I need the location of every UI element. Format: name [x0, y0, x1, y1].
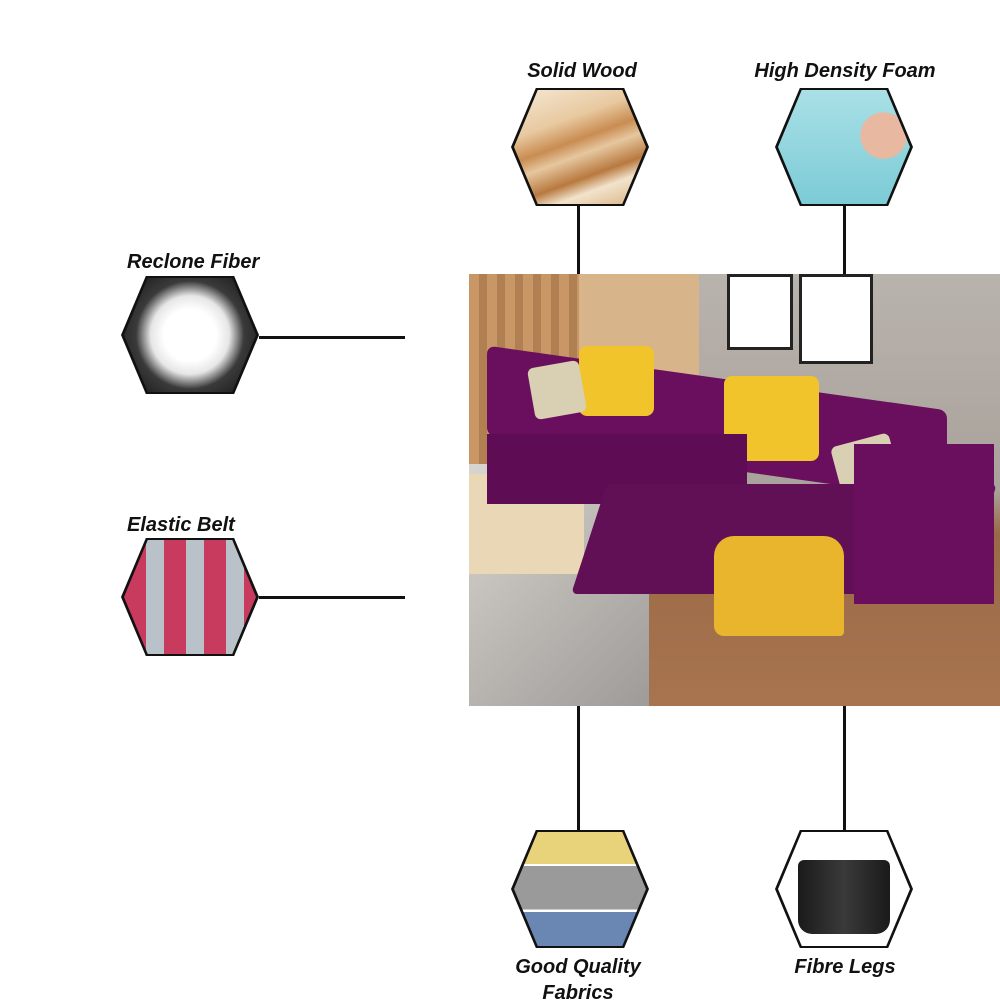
elastic-belt-label: Elastic Belt [127, 514, 235, 536]
fabrics-label-line2: Fabrics [542, 982, 614, 1004]
sofa-product-photo [469, 274, 1000, 706]
fabrics-label: Good Quality Fabrics [515, 954, 641, 1006]
sofa-leg-icon [798, 860, 890, 934]
high-density-foam-image [775, 88, 913, 206]
high-density-foam-label: High Density Foam [754, 60, 936, 82]
reclone-fiber-label: Reclone Fiber [127, 251, 260, 273]
solid-wood-image [511, 88, 649, 206]
connector-line [577, 206, 580, 274]
reclone-fiber-image [121, 276, 259, 394]
fibre-legs-image [775, 830, 913, 948]
connector-line [843, 706, 846, 830]
connector-line [259, 336, 405, 339]
elastic-belt-image [121, 538, 259, 656]
connector-line [843, 206, 846, 274]
fabrics-label-line1: Good Quality [515, 956, 641, 978]
connector-line [577, 706, 580, 830]
fibre-legs-label: Fibre Legs [794, 956, 896, 978]
connector-line [259, 596, 405, 599]
solid-wood-label: Solid Wood [527, 60, 637, 82]
fabrics-image [511, 830, 649, 948]
